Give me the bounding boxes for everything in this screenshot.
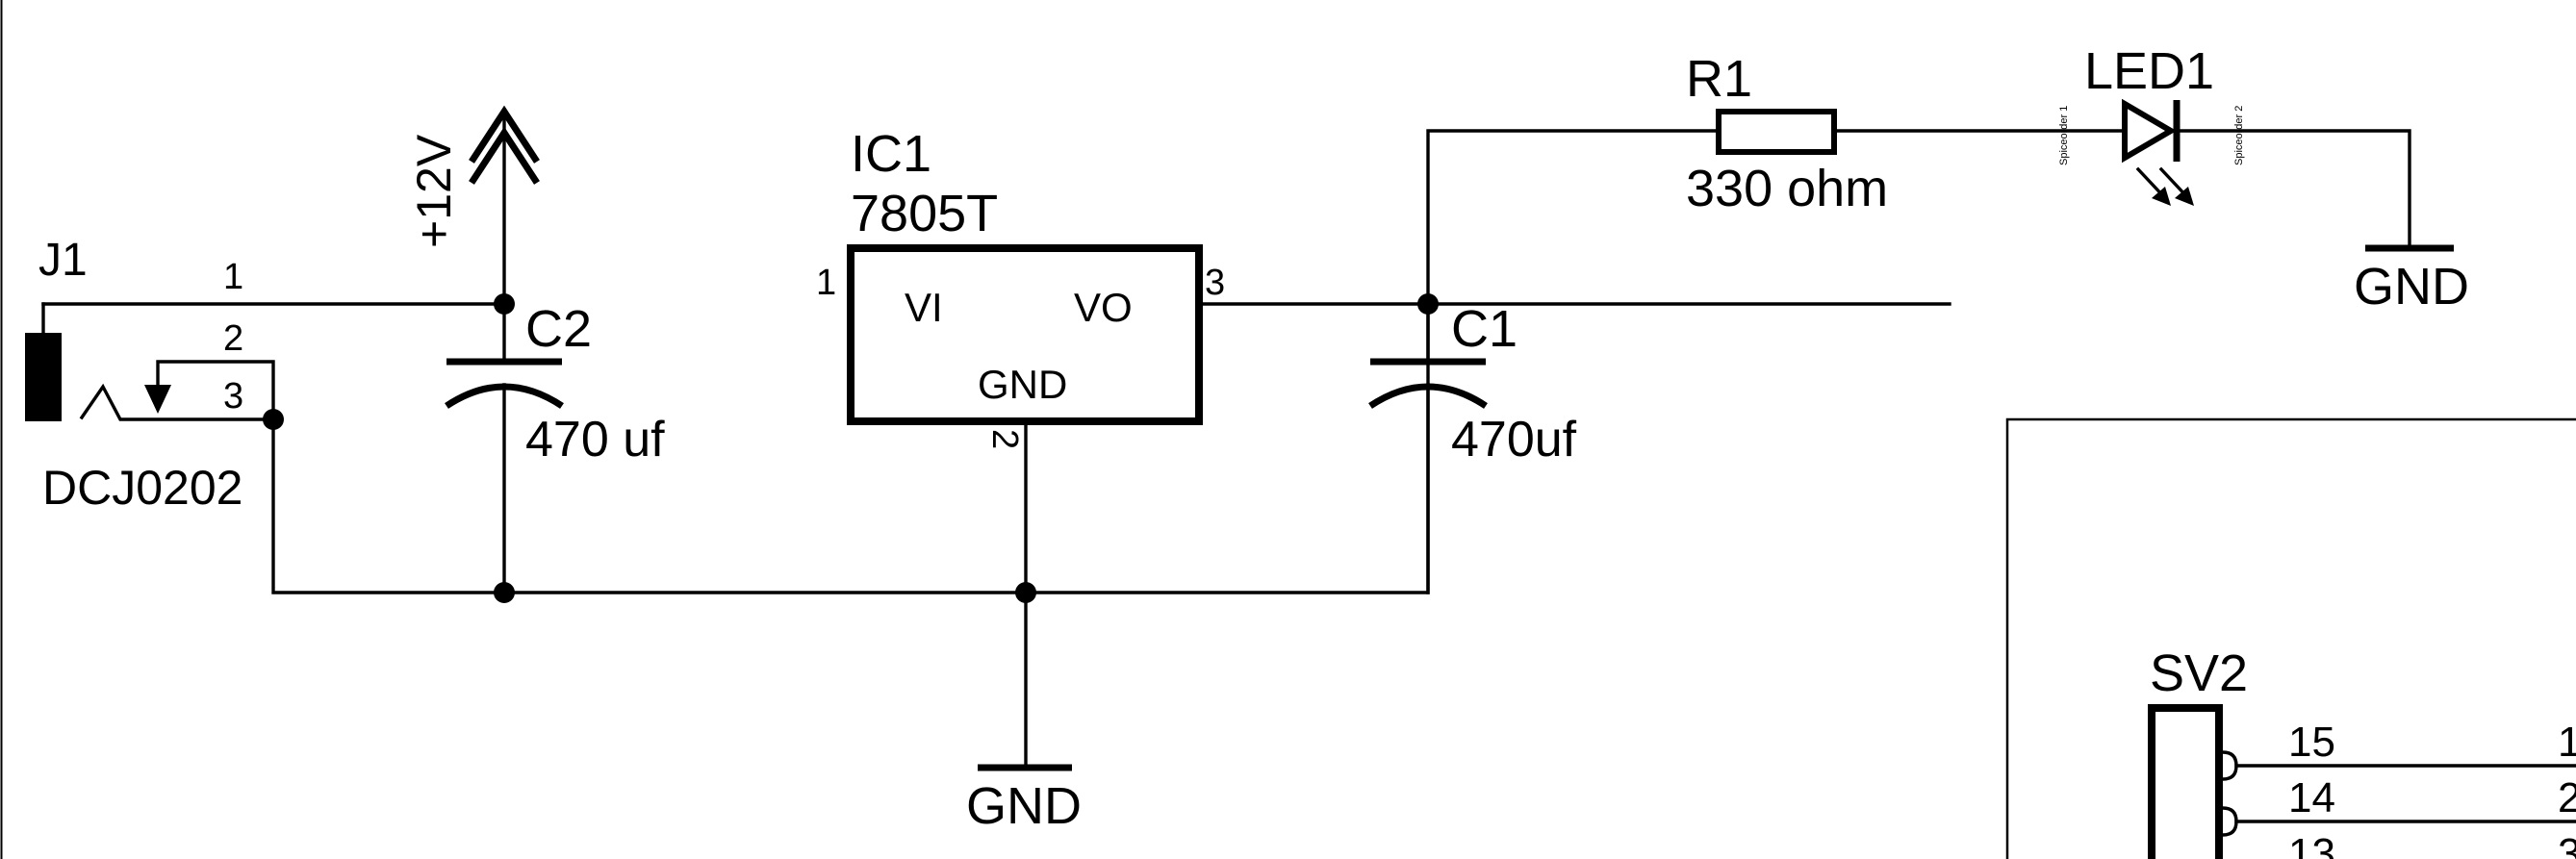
ic1-pin3-number: 3 [1205,263,1225,303]
ic1-pin-vo: VO [1074,285,1133,330]
ic1-body [847,244,1203,425]
r1-ref: R1 [1686,50,1752,108]
ic1-pin1-number: 1 [816,263,836,303]
resistor-r1[interactable]: R1 330 ohm [1686,50,1888,217]
capacitor-c1[interactable]: C1 470uf [1368,300,1577,594]
wire-led1-gnd [2175,129,2411,248]
j1-pin1-number: 1 [223,257,243,297]
sv2-right-pin1: 1 [2558,719,2576,766]
supply-12v[interactable]: +12V [407,105,540,306]
sv2-pin14: 14 [2288,774,2335,821]
connector-sv2[interactable]: SV2 15 1 14 2 13 3 [2148,644,2576,859]
sv2-body [2148,704,2223,859]
ic1-pin-vi: VI [905,285,943,330]
j1-jack-body [25,333,62,421]
c1-value: 470uf [1451,412,1577,467]
ic1-value: 7805T [851,185,998,242]
sv2-pin13: 13 [2288,830,2335,859]
sv2-right-pin2: 2 [2558,774,2576,821]
sv2-pin15: 15 [2288,719,2335,766]
ic1-pin-gnd: GND [978,362,1067,407]
wire-vo-r1 [1426,129,1719,306]
led1-triangle [2122,98,2177,164]
wire-j1-pin3 [79,383,275,421]
led1-spiceorder-1: Spiceorder 1 [2058,106,2070,165]
led-led1[interactable]: LED1 Spiceorder 1 Spiceorder 2 [2058,42,2245,206]
regulator-ic1[interactable]: IC1 7805T VI VO GND 1 3 2 [816,125,1951,768]
ic1-ref: IC1 [851,125,931,183]
j1-pin3-number: 3 [223,376,243,417]
sv2-ref: SV2 [2150,644,2248,702]
ic1-pin2-number: 2 [984,429,1025,449]
c2-ref: C2 [525,300,592,358]
j1-arrow [144,385,171,414]
j1-dc-jack[interactable]: J1 1 2 3 DCJ0202 [25,235,502,515]
gnd-symbol-bottom[interactable]: GND [966,764,1082,835]
j1-ref: J1 [38,235,88,286]
gnd-right-label: GND [2354,258,2469,316]
r1-value: 330 ohm [1686,160,1888,217]
capacitor-c2[interactable]: C2 470 uf [445,300,665,594]
j1-value: DCJ0202 [42,461,242,515]
led1-spiceorder-2: Spiceorder 2 [2233,106,2245,165]
j1-pin2-number: 2 [223,318,243,359]
c2-value: 470 uf [525,412,665,467]
r1-body [1716,109,1837,155]
supply-12v-label: +12V [407,134,461,248]
frame-box [2005,417,2576,859]
gnd-bottom-label: GND [966,777,1082,835]
wire-j1-pin2 [156,360,275,421]
sv2-right-pin3: 3 [2558,830,2576,859]
c1-ref: C1 [1451,300,1518,358]
led1-ref: LED1 [2084,42,2214,100]
gnd-symbol-right[interactable]: GND [2354,244,2469,316]
